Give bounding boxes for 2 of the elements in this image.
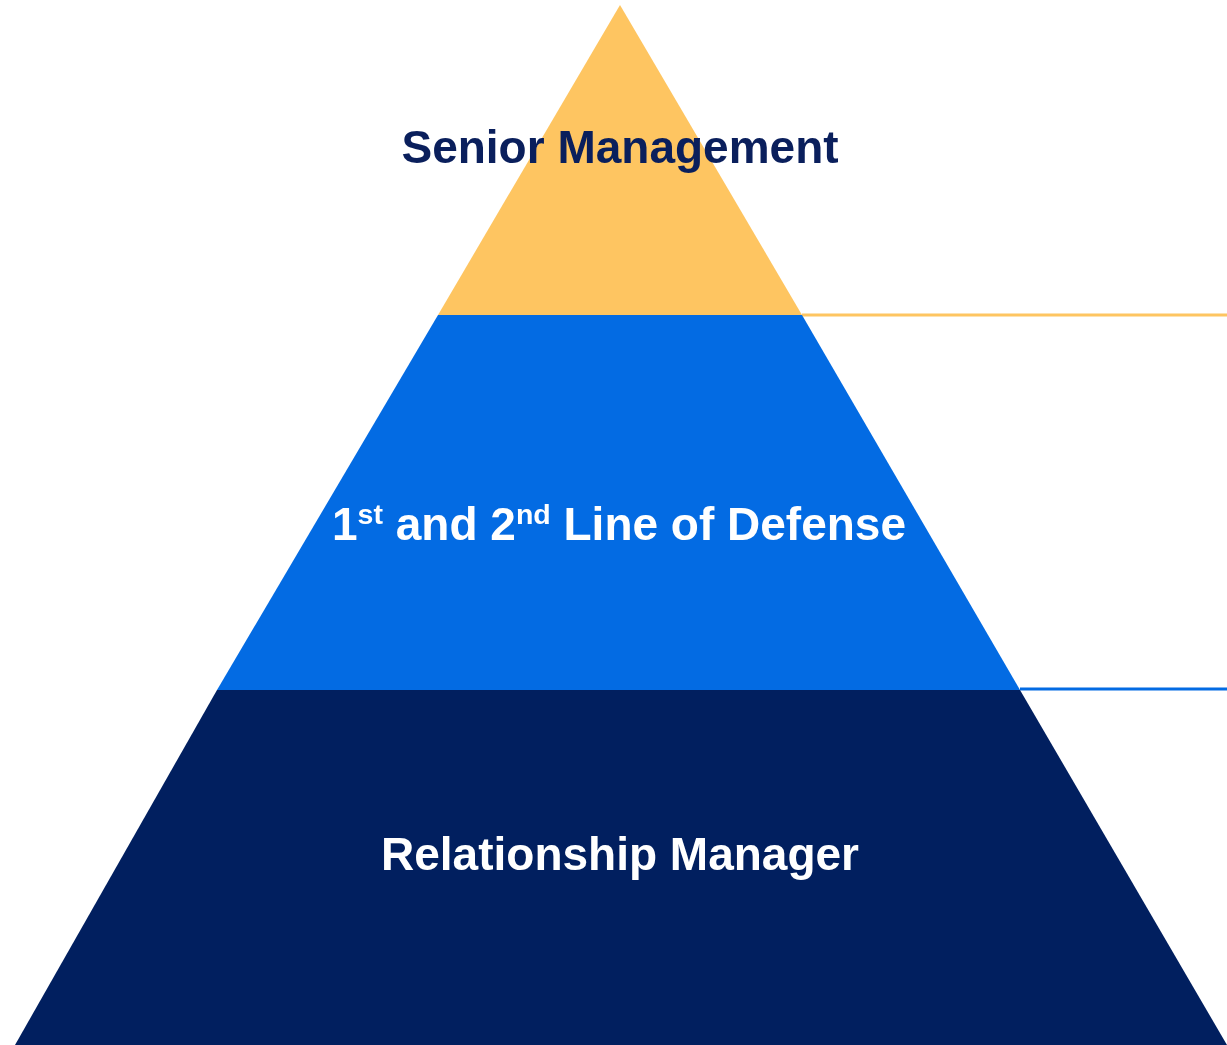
- tier-label: 1$^{st}$ and 2$^{nd}$ Line of Defense: [332, 499, 906, 550]
- tier-label: Relationship Manager: [381, 829, 859, 880]
